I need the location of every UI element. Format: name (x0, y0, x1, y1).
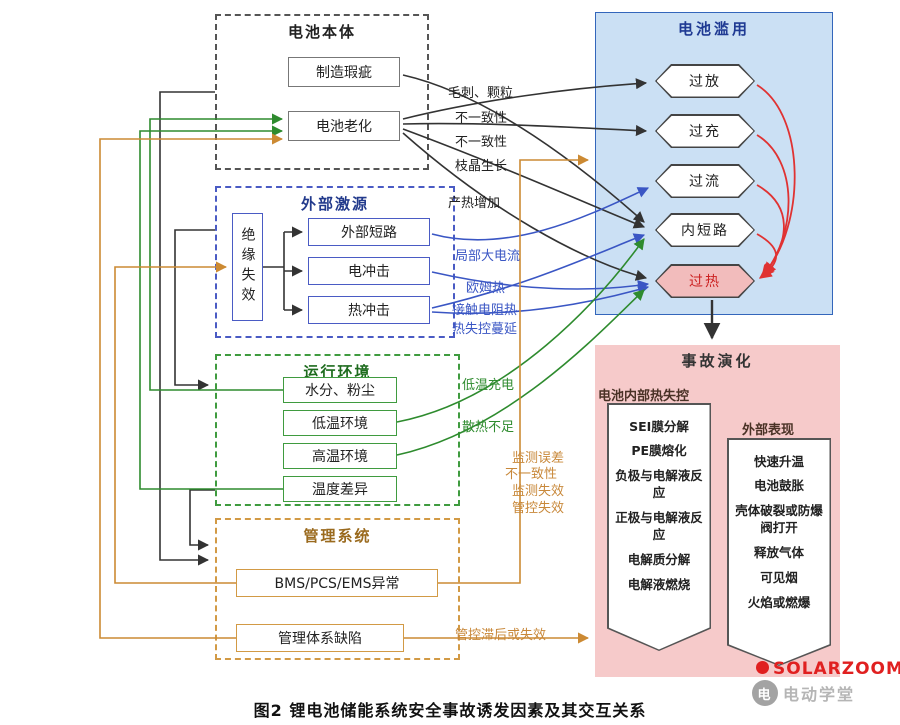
annotation-low-temp-charging: 低温充电 (462, 378, 515, 393)
annotation-heat-increase: 产热增加 (448, 196, 501, 211)
node-low-temp-env: 低温环境 (283, 410, 397, 436)
group-battery-abuse-title: 电池滥用 (677, 20, 750, 38)
badge-logo-icon: 电 (752, 680, 778, 706)
node-battery-aging: 电池老化 (288, 111, 400, 141)
annotation-inconsistency-1: 不一致性 (455, 111, 508, 126)
annotation-insufficient-cooling: 散热不足 (462, 420, 515, 435)
label-external-manifestation: 外部表现 (742, 423, 795, 438)
group-management-title: 管理系统 (303, 527, 372, 545)
watermark-solarzoom: SOLARZOOM (756, 659, 900, 679)
hex-overcharge: 过充 (655, 114, 755, 148)
hex-overdischarge: 过放 (655, 64, 755, 98)
node-insulation-failure: 绝缘失效 (232, 213, 263, 321)
annotation-ohmic-heat: 欧姆热 (466, 281, 506, 296)
group-battery-body-title: 电池本体 (287, 23, 356, 41)
annotation-control-failure: 管控失效 (512, 501, 565, 516)
hex-overcurrent: 过流 (655, 164, 755, 198)
banner-item: SEI膜分解 (629, 418, 689, 434)
node-moisture-dust: 水分、粉尘 (283, 377, 397, 403)
annotation-thermal-runaway-spread: 热失控蔓延 (452, 322, 518, 337)
node-external-short-circuit: 外部短路 (308, 218, 430, 246)
annotation-burr-particles: 毛刺、颗粒 (448, 86, 514, 101)
node-electric-shock: 电冲击 (308, 257, 430, 285)
hex-overheat: 过热 (655, 264, 755, 298)
group-accident-evolution-title: 事故演化 (681, 352, 754, 370)
watermark-badge: 电电动学堂 (752, 680, 855, 706)
node-management-defect: 管理体系缺陷 (236, 624, 404, 652)
node-high-temp-env: 高温环境 (283, 443, 397, 469)
banner-item: 释放气体 (753, 545, 804, 560)
annotation-dendrite-growth: 枝晶生长 (455, 159, 508, 174)
label-internal-thermal-runaway: 电池内部热失控 (598, 389, 690, 404)
banner-item: 可见烟 (760, 569, 798, 585)
banner-item: 正极与电解液反应 (615, 510, 703, 542)
banner-item: 电解液燃烧 (627, 576, 691, 592)
banner-item: 电解质分解 (627, 551, 691, 567)
node-manufacturing-defect: 制造瑕疵 (288, 57, 400, 87)
group-external-source-title: 外部激源 (300, 195, 369, 213)
group-battery-body: 电池本体 (215, 14, 429, 170)
hex-internal-short: 内短路 (655, 213, 755, 247)
annotation-control-lag-or-failure: 管控滞后或失效 (455, 628, 547, 643)
node-thermal-shock: 热冲击 (308, 296, 430, 324)
banner-item: 负极与电解液反应 (615, 468, 703, 501)
banner-item: 火焰或燃爆 (747, 594, 811, 610)
sun-logo-icon (756, 661, 769, 674)
banner-external-manifestation: 快速升温 电池鼓胀 壳体破裂或防爆阀打开 释放气体 可见烟 火焰或燃爆 (727, 438, 831, 666)
annotation-local-large-current: 局部大电流 (455, 249, 521, 264)
banner-item: 快速升温 (753, 453, 804, 469)
annotation-contact-resistance-heat: 接触电阻热 (452, 303, 518, 318)
banner-item: 电池鼓胀 (753, 478, 804, 494)
figure-caption: 图2 锂电池储能系统安全事故诱发因素及其交互关系 (253, 701, 647, 720)
node-temp-difference: 温度差异 (283, 476, 397, 502)
group-environment-title: 运行环境 (303, 363, 372, 381)
node-bms-pcs-ems-abnormal: BMS/PCS/EMS异常 (236, 569, 438, 597)
banner-internal-runaway: SEI膜分解 PE膜熔化 负极与电解液反应 正极与电解液反应 电解质分解 电解液… (607, 403, 711, 651)
banner-item: 壳体破裂或防爆阀打开 (735, 503, 823, 536)
banner-item: PE膜熔化 (631, 443, 687, 459)
annotation-inconsistency-2: 不一致性 (455, 135, 508, 150)
